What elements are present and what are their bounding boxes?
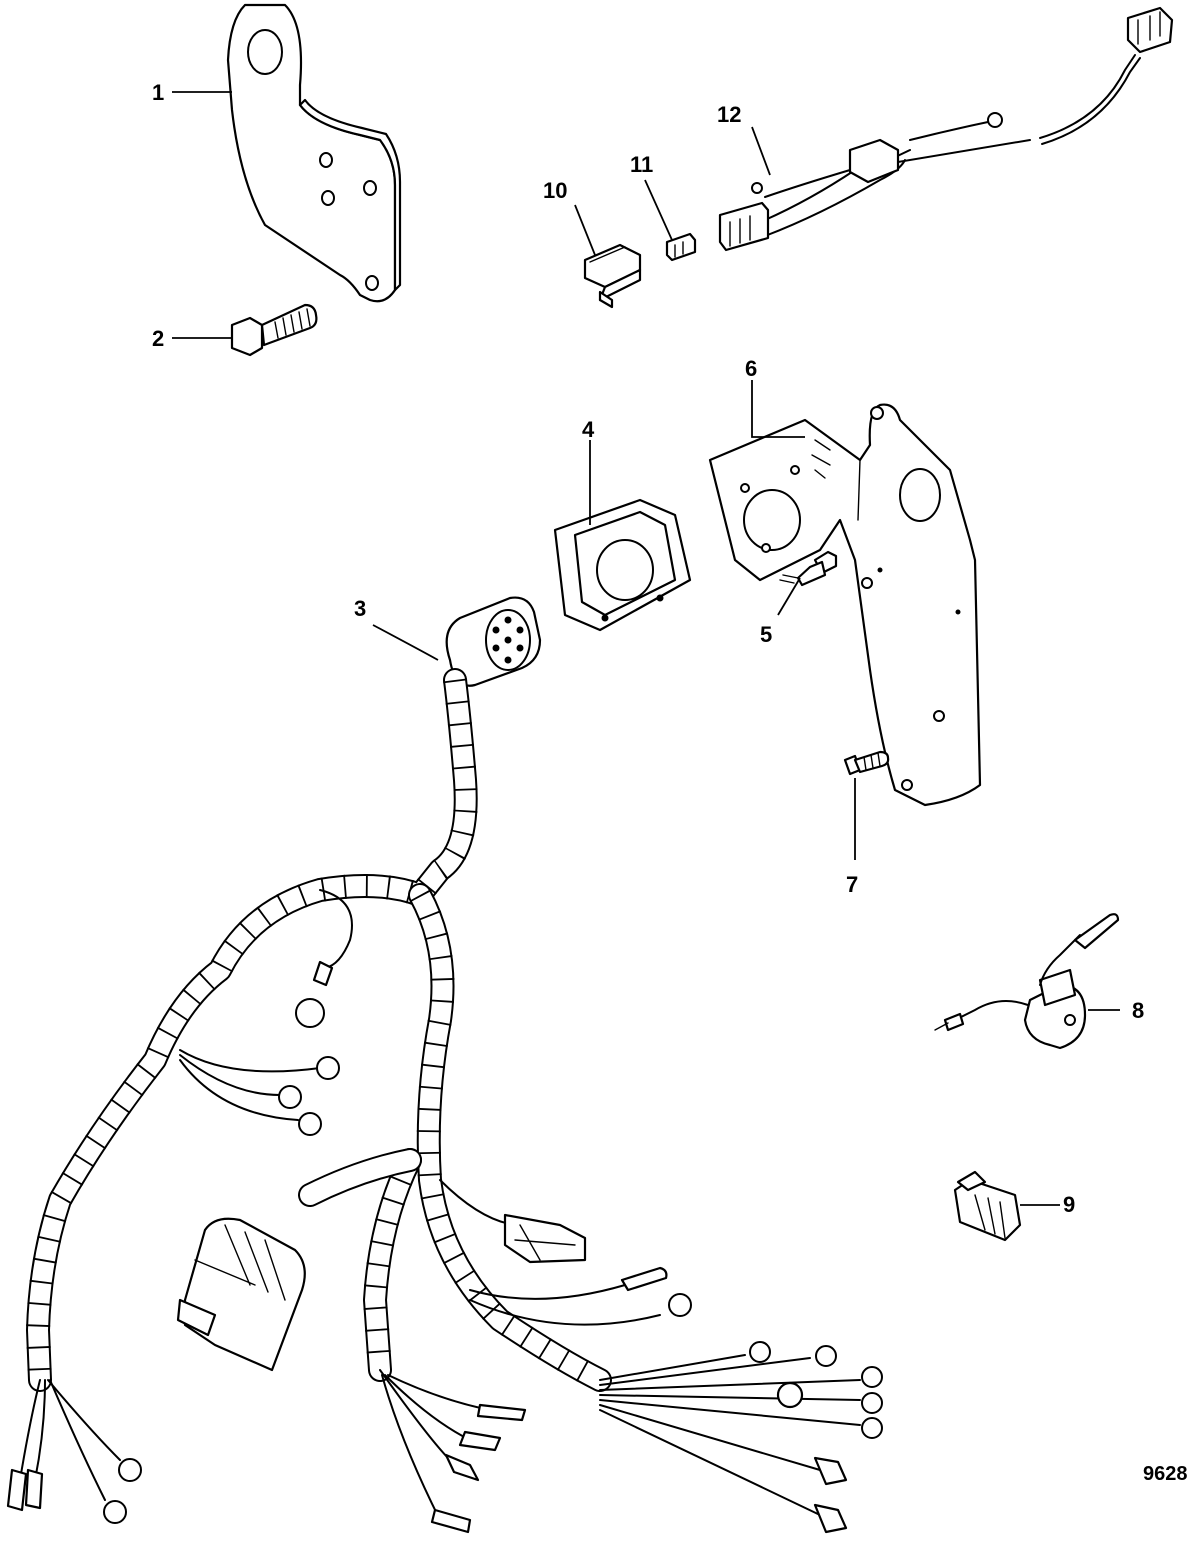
part-6-harness-bracket xyxy=(708,403,982,807)
part-8-sensor xyxy=(934,913,1120,1050)
part-11-fuse xyxy=(665,232,697,262)
callout-6: 6 xyxy=(745,356,757,381)
callout-11: 11 xyxy=(630,152,653,177)
part-9-connector xyxy=(953,1170,1022,1242)
callout-4: 4 xyxy=(582,417,595,442)
part-10-relay xyxy=(583,243,642,309)
part-3-wiring-harness xyxy=(6,596,883,1534)
callout-5: 5 xyxy=(760,622,772,647)
callout-numbers: 1 2 3 4 5 6 7 8 9 10 11 12 xyxy=(152,80,1144,1217)
part-5-screw xyxy=(779,550,838,587)
callout-2: 2 xyxy=(152,326,164,351)
part-2-bolt xyxy=(230,303,318,357)
callout-1: 1 xyxy=(152,80,164,105)
part-4-connector-boot xyxy=(553,498,692,632)
callout-leaders xyxy=(172,91,1120,1206)
callout-10: 10 xyxy=(543,178,567,203)
callout-9: 9 xyxy=(1063,1192,1075,1217)
part-1-mounting-bracket xyxy=(226,3,402,303)
callout-12: 12 xyxy=(717,102,741,127)
figure-number: 9628 xyxy=(1143,1463,1188,1485)
callout-3: 3 xyxy=(354,596,366,621)
part-12-fuse-harness xyxy=(718,6,1174,252)
callout-7: 7 xyxy=(846,872,858,897)
callout-8: 8 xyxy=(1132,998,1144,1023)
part-7-screw xyxy=(843,750,890,776)
